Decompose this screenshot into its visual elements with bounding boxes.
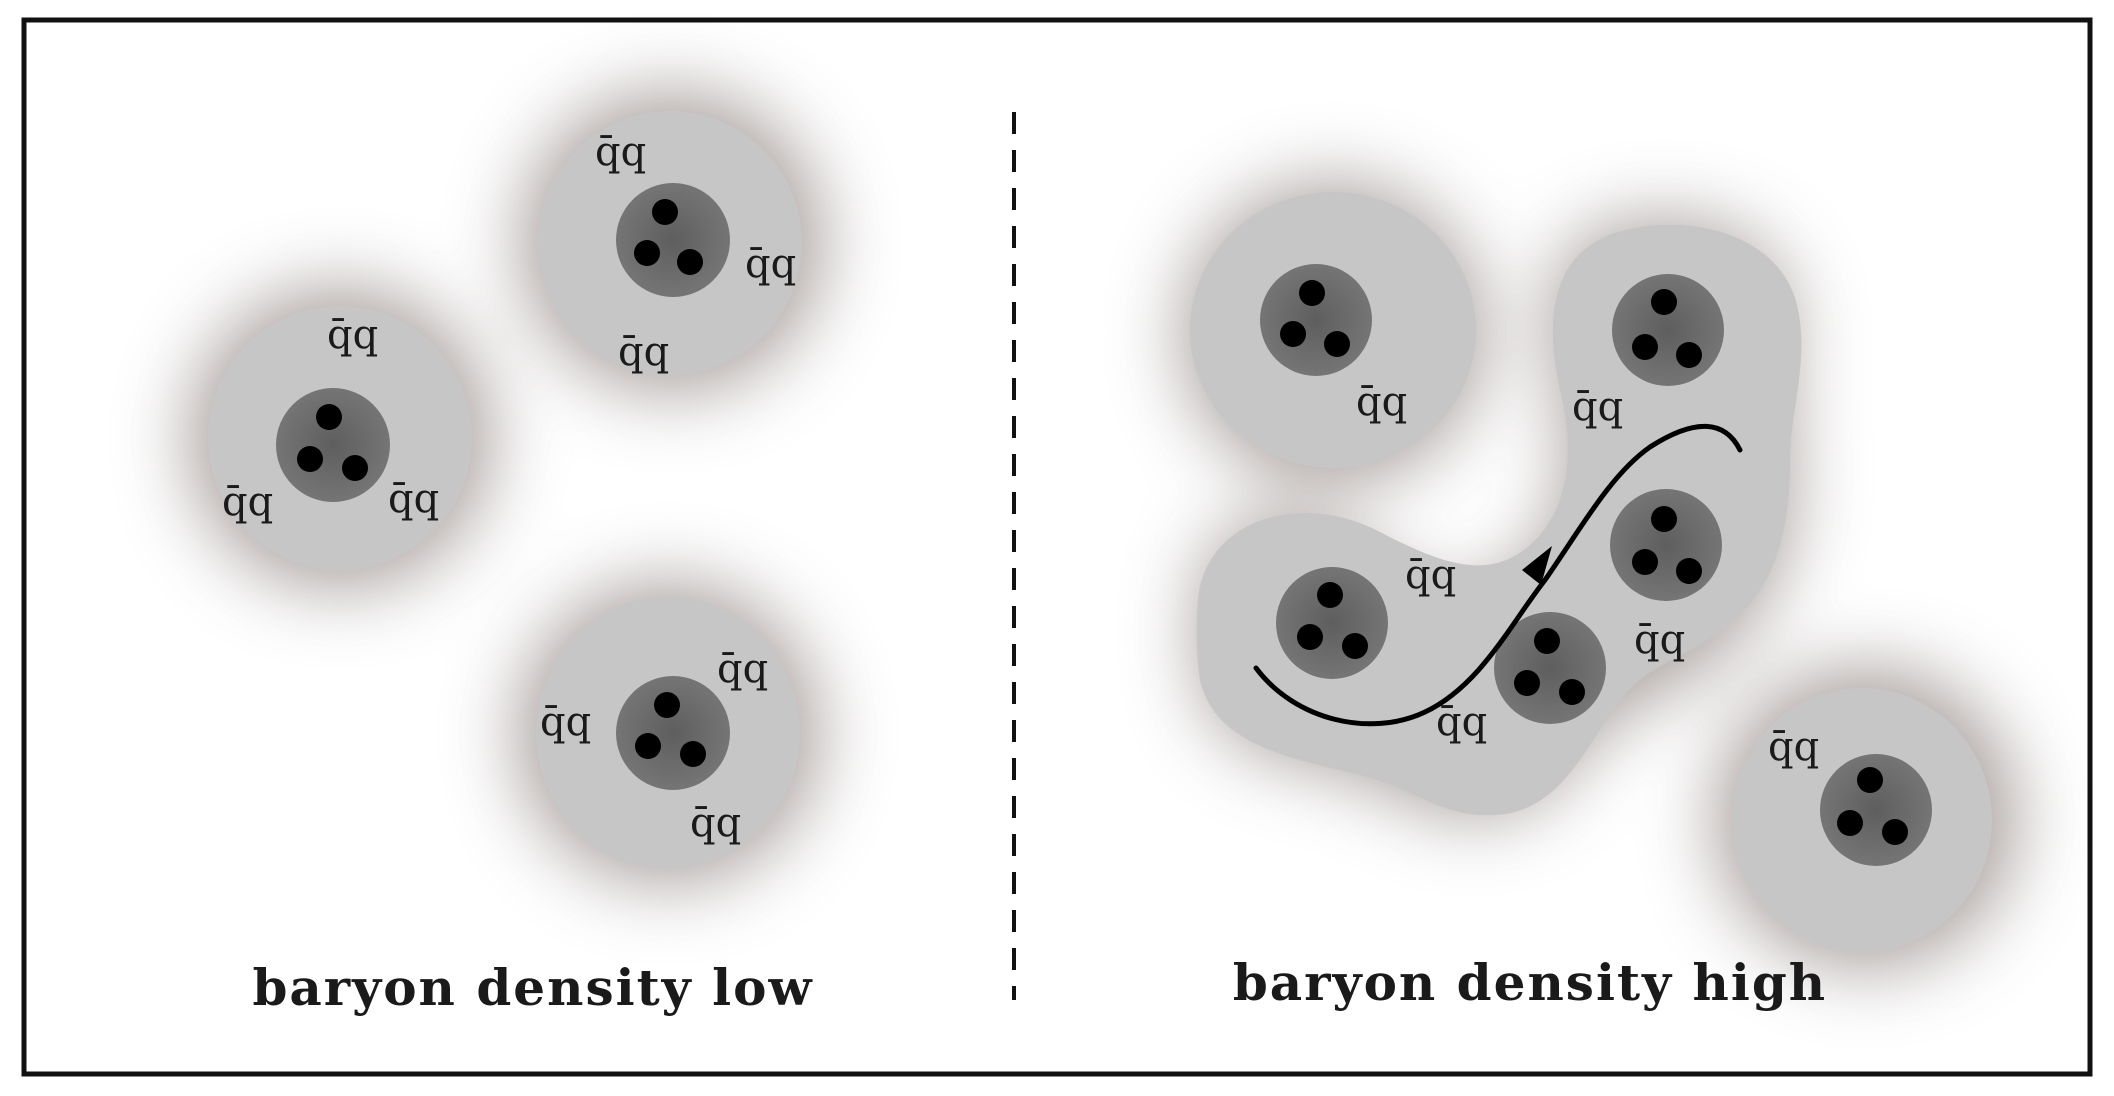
quark bbox=[1676, 558, 1702, 584]
quark bbox=[1676, 342, 1702, 368]
quark bbox=[342, 455, 368, 481]
condensate-label: q̄q bbox=[690, 800, 741, 846]
condensate-label: q̄q bbox=[222, 479, 273, 525]
quark bbox=[652, 199, 678, 225]
path-direction-arrow bbox=[1522, 546, 1552, 585]
quark bbox=[634, 240, 660, 266]
right-condensate-labels: q̄q q̄q q̄q q̄q q̄q q̄q bbox=[1356, 379, 1819, 770]
quark bbox=[1559, 679, 1585, 705]
baryon-core-g bbox=[1610, 489, 1722, 601]
quark bbox=[1857, 767, 1883, 793]
condensate-label: q̄q bbox=[618, 329, 669, 375]
quark bbox=[677, 249, 703, 275]
quark bbox=[1632, 334, 1658, 360]
quark bbox=[654, 692, 680, 718]
condensate-label: q̄q bbox=[1356, 379, 1407, 425]
quark bbox=[635, 733, 661, 759]
condensate-label: q̄q bbox=[540, 699, 591, 745]
baryon-core-a bbox=[616, 183, 730, 297]
condensate-label: q̄q bbox=[595, 129, 646, 175]
quark bbox=[680, 741, 706, 767]
left-condensate-labels: q̄q q̄q q̄q q̄q q̄q q̄q q̄q q̄q q̄q bbox=[222, 129, 796, 846]
quark-hopping-line bbox=[1253, 423, 1743, 727]
condensate-label: q̄q bbox=[1572, 384, 1623, 430]
quark bbox=[1297, 624, 1323, 650]
quark bbox=[1534, 628, 1560, 654]
quark bbox=[1837, 810, 1863, 836]
quark bbox=[1651, 289, 1677, 315]
quark bbox=[1882, 819, 1908, 845]
right-quarks bbox=[1280, 280, 1908, 845]
condensate-label: q̄q bbox=[327, 312, 378, 358]
baryon-core-c bbox=[616, 676, 730, 790]
quark bbox=[316, 404, 342, 430]
quark bbox=[1280, 321, 1306, 347]
condensate-label: q̄q bbox=[388, 476, 439, 522]
condensate-label: q̄q bbox=[1405, 552, 1456, 598]
quark bbox=[1342, 633, 1368, 659]
condensate-label: q̄q bbox=[717, 646, 768, 692]
condensate-label: q̄q bbox=[1634, 617, 1685, 663]
quark bbox=[1317, 582, 1343, 608]
condensate-label: q̄q bbox=[745, 241, 796, 287]
quark bbox=[1324, 331, 1350, 357]
figure-frame bbox=[21, 17, 2093, 1077]
right-caption: baryon density high bbox=[1233, 953, 1827, 1012]
right-panel: q̄q q̄q q̄q q̄q q̄q q̄q baryon density h… bbox=[1183, 183, 2016, 1012]
quark bbox=[1299, 280, 1325, 306]
condensate-label: q̄q bbox=[1436, 699, 1487, 745]
condensate-label: q̄q bbox=[1768, 724, 1819, 770]
quark bbox=[1632, 549, 1658, 575]
left-quarks bbox=[297, 199, 706, 767]
left-caption: baryon density low bbox=[252, 958, 813, 1017]
quark bbox=[1514, 670, 1540, 696]
quark bbox=[1651, 506, 1677, 532]
left-panel: q̄q q̄q q̄q q̄q q̄q q̄q q̄q q̄q q̄q bary… bbox=[190, 92, 822, 1017]
quark bbox=[297, 446, 323, 472]
